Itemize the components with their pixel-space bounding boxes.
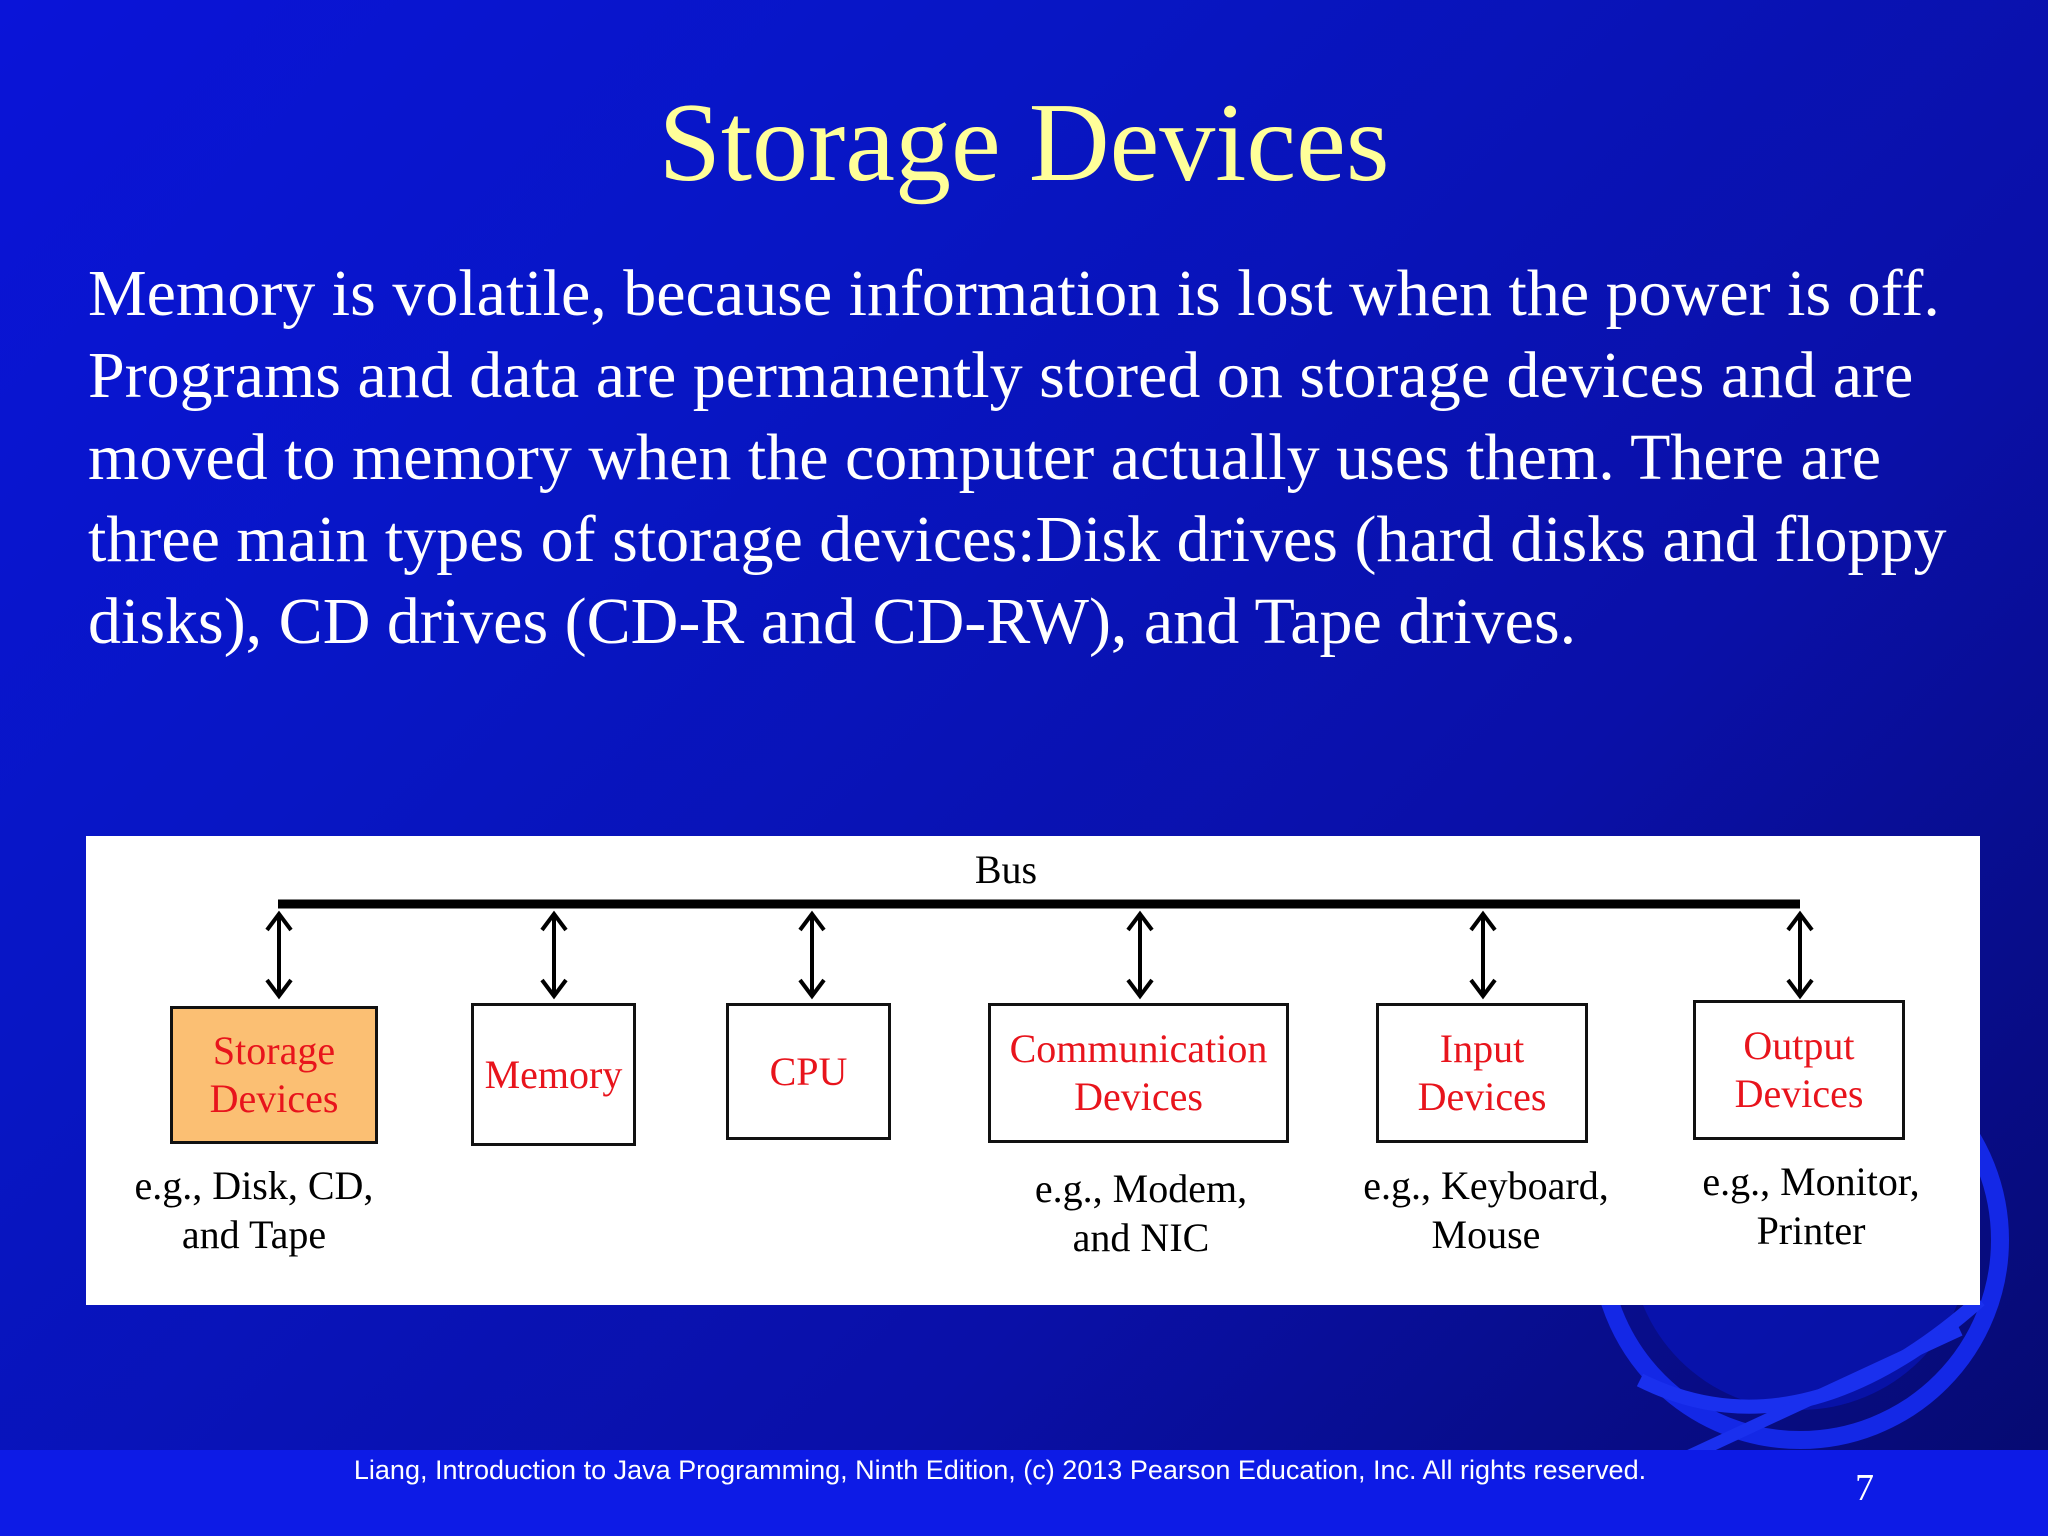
- box-label: Input: [1439, 1026, 1525, 1071]
- box-label: Devices: [1074, 1074, 1203, 1119]
- box-label: Devices: [1734, 1071, 1864, 1116]
- example-line: and Tape: [181, 1212, 327, 1257]
- output-examples: e.g., Monitor, Printer: [1676, 1157, 1946, 1255]
- example-line: e.g., Modem,: [1034, 1166, 1248, 1211]
- example-line: and NIC: [1072, 1215, 1210, 1260]
- example-line: Printer: [1756, 1208, 1866, 1253]
- slide-title: Storage Devices: [658, 81, 1390, 205]
- box-label: CPU: [769, 1048, 848, 1094]
- box-label: Communication: [1009, 1026, 1268, 1071]
- input-examples: e.g., Keyboard, Mouse: [1346, 1161, 1626, 1259]
- box-label: Devices: [1417, 1074, 1547, 1119]
- box-label: Storage: [212, 1028, 336, 1073]
- box-label: Memory: [484, 1051, 623, 1097]
- box-label: Devices: [209, 1076, 339, 1121]
- example-line: Mouse: [1431, 1212, 1541, 1257]
- example-line: e.g., Monitor,: [1702, 1159, 1920, 1204]
- box-label: Output: [1743, 1023, 1855, 1068]
- example-line: e.g., Keyboard,: [1363, 1163, 1609, 1208]
- bus-connections: [265, 899, 1814, 1000]
- communication-examples: e.g., Modem, and NIC: [1006, 1164, 1276, 1262]
- cpu-box: CPU: [726, 1003, 891, 1140]
- storage-examples: e.g., Disk, CD, and Tape: [124, 1161, 384, 1259]
- memory-box: Memory: [471, 1003, 636, 1146]
- bus-label: Bus: [974, 847, 1038, 892]
- footer-copyright: Liang, Introduction to Java Programming,…: [353, 1455, 1647, 1485]
- slide-body-text: Memory is volatile, because information …: [88, 257, 1947, 658]
- footer-bar: [0, 1450, 2048, 1536]
- example-line: e.g., Disk, CD,: [134, 1163, 374, 1208]
- page-number: 7: [1855, 1467, 1874, 1509]
